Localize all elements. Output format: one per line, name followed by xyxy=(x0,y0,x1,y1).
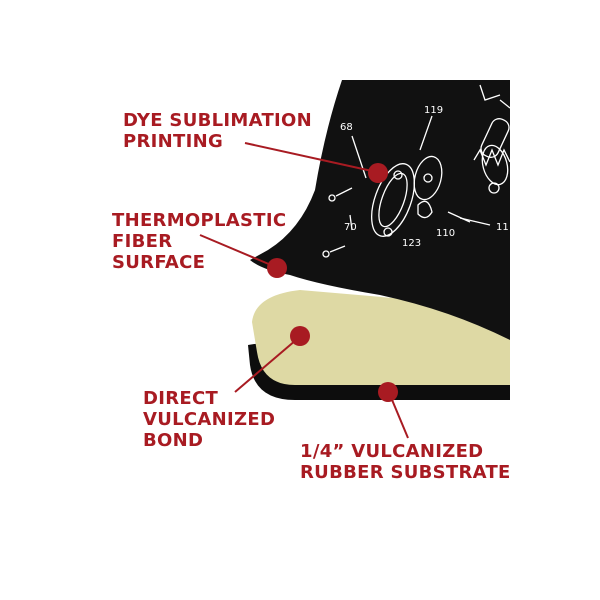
part-number-68: 68 xyxy=(340,122,353,133)
part-number-119: 119 xyxy=(424,105,443,116)
callout-vulcanized-bond: DIRECT VULCANIZED BOND xyxy=(143,388,275,451)
callout-line: BOND xyxy=(143,430,204,451)
part-number-123: 123 xyxy=(402,238,421,249)
callout-line: FIBER xyxy=(112,231,173,252)
callout-rubber-substrate: 1/4” VULCANIZED RUBBER SUBSTRATE xyxy=(300,441,511,483)
vulcanized-bond-marker xyxy=(290,326,310,346)
part-number-110: 110 xyxy=(436,228,455,239)
callout-fiber-surface: THERMOPLASTIC FIBER SURFACE xyxy=(112,210,286,273)
callout-line: DIRECT xyxy=(143,388,219,409)
dye-sublimation-marker xyxy=(368,163,388,183)
callout-line: PRINTING xyxy=(123,131,224,152)
part-number-70: 70 xyxy=(344,222,357,233)
part-number-11: 11 xyxy=(496,222,509,233)
callout-dye-sublimation: DYE SUBLIMATION PRINTING xyxy=(123,110,312,152)
fiber-surface-layer xyxy=(250,80,510,340)
callout-line: 1/4” VULCANIZED xyxy=(300,441,484,462)
callout-leaders xyxy=(199,142,409,439)
rubber-substrate-marker xyxy=(378,382,398,402)
schematic-print xyxy=(322,84,511,258)
fiber-surface-marker xyxy=(267,258,287,278)
callout-line: THERMOPLASTIC xyxy=(112,210,287,231)
vulcanized-bond-layer xyxy=(252,290,510,385)
callout-line: DYE SUBLIMATION xyxy=(123,110,312,131)
callout-line: RUBBER SUBSTRATE xyxy=(300,462,511,483)
callout-line: VULCANIZED xyxy=(143,409,276,430)
callout-line: SURFACE xyxy=(112,252,206,273)
